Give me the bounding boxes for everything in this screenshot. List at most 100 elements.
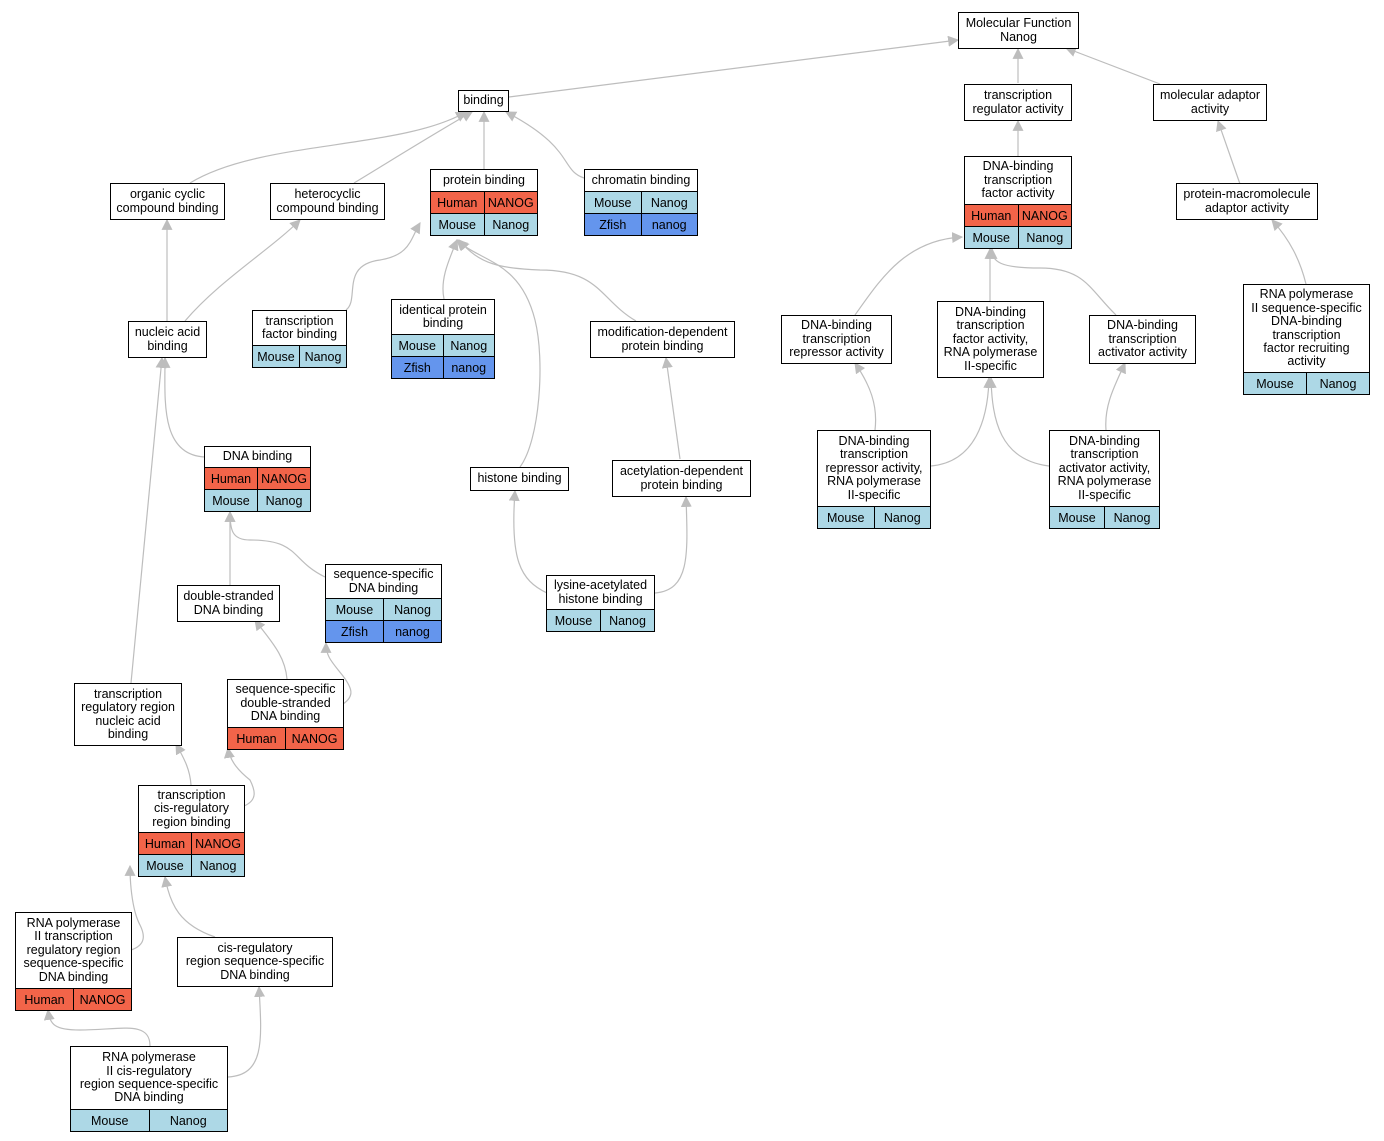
species-name: Human bbox=[144, 836, 186, 851]
species-row-human: Human NANOG bbox=[431, 191, 537, 213]
node-label: DNA-binding transcription activator acti… bbox=[1098, 318, 1187, 360]
edge-crssdb-tcrrb bbox=[161, 875, 216, 938]
node-label: DNA-binding transcription repressor acti… bbox=[789, 318, 884, 360]
node-molecular-function: Molecular Function Nanog bbox=[958, 12, 1079, 49]
edge-rp2trr-tcrrb bbox=[124, 864, 144, 951]
species-row-mouse: Mouse Nanog bbox=[71, 1109, 227, 1131]
node-dna-binding-transcription-repressor-activity: DNA-binding transcription repressor acti… bbox=[781, 315, 892, 364]
gene-name: Nanog bbox=[299, 346, 346, 367]
node-label: transcription factor binding bbox=[261, 313, 338, 341]
node-label: nucleic acid binding bbox=[134, 325, 201, 353]
edge-binding-mf bbox=[508, 35, 960, 98]
gene-name: NANOG bbox=[285, 728, 343, 749]
node-transcription-regulatory-region-nucleic-acid-binding: transcription regulatory region nucleic … bbox=[74, 683, 182, 746]
edge-rp2cr-crssdb bbox=[227, 985, 266, 1078]
edge-ssdb-dnab bbox=[224, 510, 326, 578]
node-label: histone binding bbox=[477, 471, 562, 486]
node-nucleic-acid-binding: nucleic acid binding bbox=[128, 321, 207, 358]
species-name: Mouse bbox=[90, 1113, 129, 1128]
node-protein-macromolecule-adaptor-activity: protein-macromolecule adaptor activity bbox=[1176, 183, 1318, 220]
species-name: Zfish bbox=[340, 624, 369, 639]
edge-trrnab-nab bbox=[130, 356, 167, 684]
node-label: transcription regulatory region nucleic … bbox=[81, 686, 175, 741]
gene-name: Nanog bbox=[148, 1110, 228, 1131]
node-label: RNA polymerase II cis-regulatory region … bbox=[79, 1050, 219, 1105]
species-name: Mouse bbox=[146, 858, 184, 873]
species-name: Mouse bbox=[826, 510, 865, 525]
node-histone-binding: histone binding bbox=[470, 467, 569, 491]
edge-maa-mf bbox=[1064, 46, 1161, 85]
gene-name: NANOG bbox=[73, 989, 131, 1010]
edge-hb-pb bbox=[456, 239, 541, 468]
node-dna-binding-activator-rnap2: DNA-binding transcription activator acti… bbox=[1049, 430, 1160, 529]
species-name: Human bbox=[437, 195, 478, 210]
node-label: DNA-binding transcription repressor acti… bbox=[825, 433, 923, 502]
node-rnap2-transcription-regulatory-region-binding: RNA polymerase II transcription regulato… bbox=[15, 912, 132, 1011]
edge-hcb-binding bbox=[353, 111, 473, 184]
edge-ipb-pb bbox=[442, 238, 459, 300]
gene-name: Nanog bbox=[1104, 507, 1159, 528]
species-name: Human bbox=[236, 731, 277, 746]
node-label: sequence-specific DNA binding bbox=[333, 567, 434, 595]
gene-name: Nanog bbox=[1017, 227, 1072, 248]
species-row-mouse: Mouse Nanog bbox=[818, 506, 930, 528]
gene-name: NANOG bbox=[191, 833, 244, 854]
species-name: Mouse bbox=[335, 602, 374, 617]
node-label: RNA polymerase II sequence-specific DNA-… bbox=[1251, 287, 1362, 369]
edge-dbtr-dbtf bbox=[854, 232, 964, 316]
edge-dbta-dbtf bbox=[986, 247, 1117, 316]
gene-name: NANOG bbox=[1017, 205, 1072, 226]
node-binding: binding bbox=[458, 90, 509, 112]
node-label: cis-regulatory region sequence-specific … bbox=[185, 940, 325, 982]
edge-dbtap2-dbtfp2 bbox=[985, 376, 1050, 467]
node-label: acetylation-dependent protein binding bbox=[619, 464, 743, 492]
species-name: Human bbox=[24, 992, 65, 1007]
edge-ssdsdb-ssdb bbox=[320, 641, 352, 705]
node-label: binding bbox=[463, 93, 504, 108]
node-label: DNA-binding transcription factor activit… bbox=[943, 304, 1038, 373]
node-label: transcription regulator activity bbox=[972, 88, 1064, 116]
node-label: organic cyclic compound binding bbox=[116, 187, 219, 215]
edge-pmaa-maa bbox=[1216, 119, 1241, 185]
node-dna-binding-transcription-activator-activity: DNA-binding transcription activator acti… bbox=[1089, 315, 1196, 364]
node-label: DNA-binding transcription activator acti… bbox=[1057, 433, 1152, 502]
node-label: DNA binding bbox=[222, 449, 293, 464]
species-row-human: Human NANOG bbox=[139, 832, 244, 854]
gene-name: nanog bbox=[442, 357, 495, 378]
node-label: RNA polymerase II transcription regulato… bbox=[23, 915, 124, 984]
node-label: transcription cis-regulatory region bind… bbox=[152, 787, 231, 829]
species-name: Mouse bbox=[438, 217, 477, 232]
node-dna-binding-repressor-rnap2: DNA-binding transcription repressor acti… bbox=[817, 430, 931, 529]
species-row-human: Human NANOG bbox=[16, 988, 131, 1010]
gene-name: Nanog bbox=[1306, 373, 1369, 394]
node-acetylation-dependent-protein-binding: acetylation-dependent protein binding bbox=[612, 460, 751, 497]
node-organic-cyclic-compound-binding: organic cyclic compound binding bbox=[110, 183, 225, 220]
gene-name: NANOG bbox=[483, 192, 538, 213]
edge-tcrrb-ssdsdb bbox=[223, 746, 255, 807]
gene-name: Nanog bbox=[873, 507, 931, 528]
gene-name: nanog bbox=[640, 214, 698, 235]
species-name: Mouse bbox=[1256, 376, 1294, 391]
species-row-human: Human NANOG bbox=[228, 727, 343, 749]
node-dna-binding-transcription-factor-activity: DNA-binding transcription factor activit… bbox=[964, 156, 1072, 249]
node-double-stranded-dna-binding: double-stranded DNA binding bbox=[177, 585, 280, 622]
node-label: chromatin binding bbox=[591, 172, 691, 187]
species-name: Mouse bbox=[212, 493, 250, 508]
node-cis-regulatory-region-sequence-specific-dna-binding: cis-regulatory region sequence-specific … bbox=[177, 937, 333, 987]
